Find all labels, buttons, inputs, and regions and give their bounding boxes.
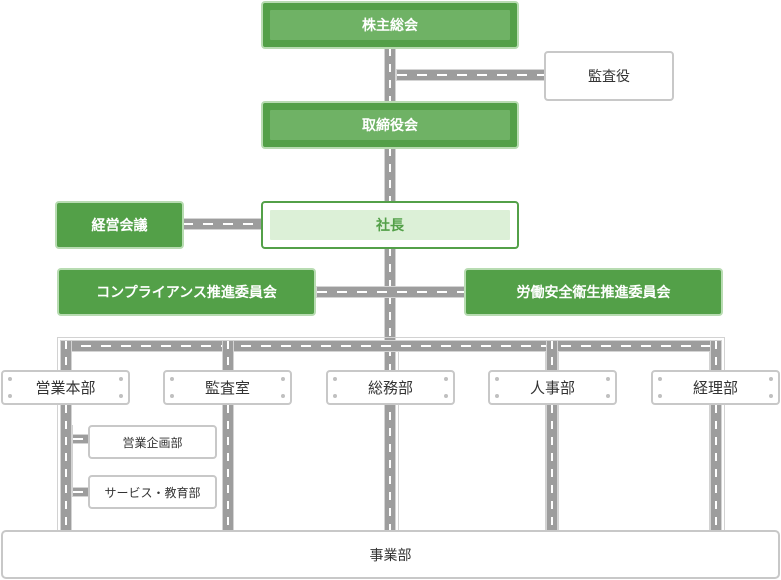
dept-label-audit: 監査室 bbox=[204, 379, 250, 397]
dept-connector-hr bbox=[546, 340, 558, 532]
dept-box-audit: 監査室 bbox=[163, 370, 292, 405]
screw-icon bbox=[119, 394, 123, 398]
dept-connector-audit bbox=[222, 340, 234, 532]
screw-icon bbox=[170, 394, 174, 398]
sub-label-service-education: サービス・教育部 bbox=[104, 485, 201, 500]
safety-committee-label: 労働安全衛生推進委員会 bbox=[516, 285, 671, 301]
screw-icon bbox=[769, 377, 773, 381]
bus-outline-top bbox=[57, 337, 725, 338]
dept-connector-sales bbox=[60, 340, 72, 532]
screw-icon bbox=[658, 394, 662, 398]
auditor-label: 監査役 bbox=[588, 69, 630, 85]
dept-gap-line-5 bbox=[558, 352, 559, 532]
shareholders-meeting-box: 株主総会 bbox=[261, 1, 519, 49]
screw-icon bbox=[119, 377, 123, 381]
dept-gap-line-6 bbox=[709, 352, 710, 532]
sub-branch-line bbox=[72, 425, 73, 495]
screw-icon bbox=[606, 377, 610, 381]
trunk-connector-mid bbox=[384, 147, 396, 204]
bus-outline-right bbox=[724, 337, 725, 532]
mgmt-meeting-box: 経営会議 bbox=[55, 201, 184, 249]
auditor-connector bbox=[396, 69, 546, 81]
president-box: 社長 bbox=[261, 201, 519, 249]
dept-box-hr: 人事部 bbox=[488, 370, 617, 405]
screw-icon bbox=[333, 394, 337, 398]
business-division-label: 事業部 bbox=[369, 547, 412, 564]
screw-icon bbox=[444, 377, 448, 381]
screw-icon bbox=[8, 394, 12, 398]
screw-icon bbox=[333, 377, 337, 381]
president-label: 社長 bbox=[376, 218, 404, 234]
screw-icon bbox=[170, 377, 174, 381]
dept-gap-line-4 bbox=[545, 352, 546, 532]
mgmt-meeting-connector bbox=[182, 218, 262, 230]
screw-icon bbox=[495, 394, 499, 398]
sub-box-sales-planning: 営業企画部 bbox=[88, 425, 217, 459]
dept-box-sales: 営業本部 bbox=[1, 370, 130, 405]
bus-outline-left bbox=[57, 337, 58, 532]
dept-gap-line-3 bbox=[398, 352, 399, 532]
screw-icon bbox=[769, 394, 773, 398]
compliance-committee-box: コンプライアンス推進委員会 bbox=[57, 268, 316, 316]
business-division-box: 事業部 bbox=[1, 530, 780, 579]
screw-icon bbox=[8, 377, 12, 381]
dept-box-general-affairs: 総務部 bbox=[326, 370, 455, 405]
dept-label-accounting: 経理部 bbox=[692, 379, 738, 397]
dept-connector-accounting bbox=[710, 340, 722, 532]
screw-icon bbox=[606, 394, 610, 398]
board-label: 取締役会 bbox=[362, 118, 418, 134]
screw-icon bbox=[444, 394, 448, 398]
sub-label-sales-planning: 営業企画部 bbox=[122, 435, 183, 450]
dept-label-general-affairs: 総務部 bbox=[367, 379, 413, 397]
auditor-box: 監査役 bbox=[544, 51, 674, 101]
screw-icon bbox=[658, 377, 662, 381]
compliance-committee-label: コンプライアンス推進委員会 bbox=[96, 285, 277, 301]
mgmt-meeting-label: 経営会議 bbox=[91, 218, 148, 234]
trunk-connector-top bbox=[384, 47, 396, 104]
sub-box-service-education: サービス・教育部 bbox=[88, 475, 217, 509]
safety-committee-box: 労働安全衛生推進委員会 bbox=[464, 268, 723, 316]
dept-label-hr: 人事部 bbox=[529, 379, 575, 397]
screw-icon bbox=[281, 394, 285, 398]
board-box: 取締役会 bbox=[261, 101, 519, 149]
department-bus bbox=[60, 340, 722, 352]
screw-icon bbox=[281, 377, 285, 381]
shareholders-meeting-label: 株主総会 bbox=[362, 18, 418, 34]
dept-box-accounting: 経理部 bbox=[651, 370, 780, 405]
dept-label-sales: 営業本部 bbox=[35, 379, 96, 397]
committee-connector bbox=[316, 286, 466, 298]
screw-icon bbox=[495, 377, 499, 381]
